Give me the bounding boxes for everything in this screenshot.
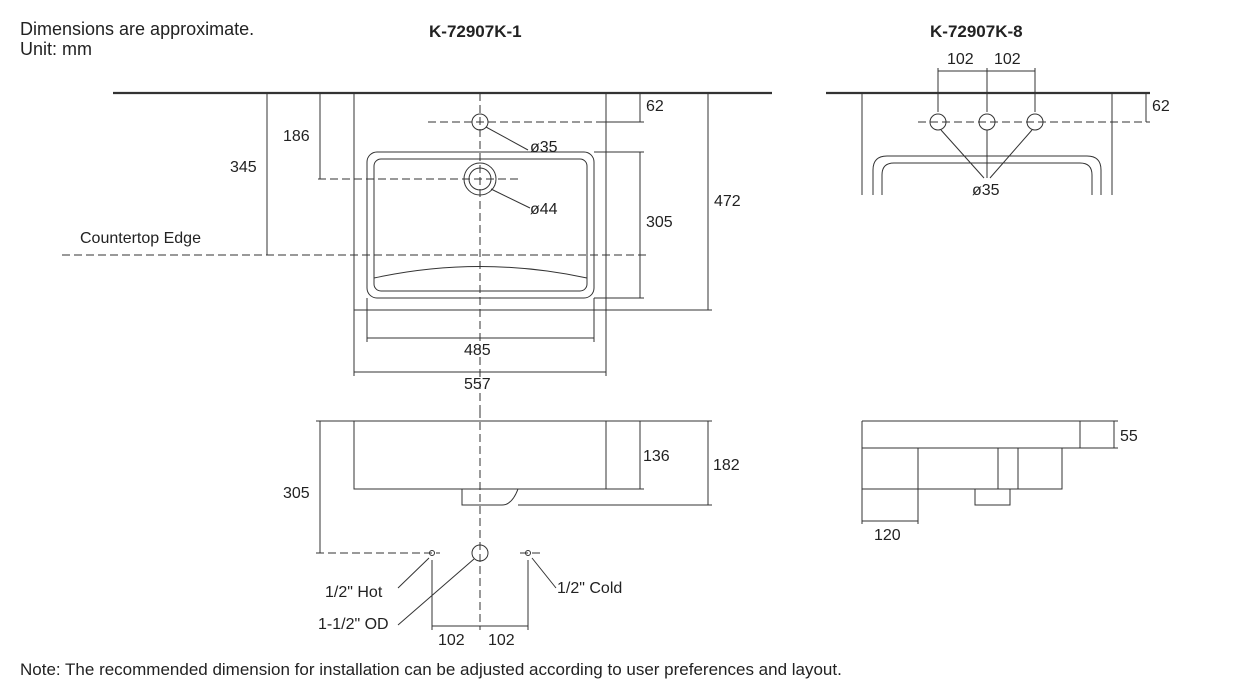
countertop-edge-label: Countertop Edge [80,230,201,247]
dim-472: 472 [714,193,741,210]
dim-102-side-b: 102 [488,632,515,649]
unit-text: Unit: mm [20,39,92,59]
dim-136: 136 [643,448,670,465]
dim-485: 485 [464,342,491,359]
faucet-hole-label: ø35 [530,139,558,156]
dim-120: 120 [874,527,901,544]
hot-supply-label: 1/2" Hot [325,584,383,601]
drain-od-label: 1-1/2" OD [318,616,389,633]
disclaimer-text: Dimensions are approximate. [20,19,255,39]
faucet-holes-label: ø35 [972,182,1000,199]
model-title-right: K-72907K-8 [930,22,1023,41]
footer-note: Note: The recommended dimension for inst… [20,660,842,679]
cold-supply-label: 1/2" Cold [557,580,623,597]
dim-186: 186 [283,128,310,145]
dim-62-left: 62 [646,98,664,115]
model-title-left: K-72907K-1 [429,22,522,41]
dim-102-side-a: 102 [438,632,465,649]
dim-305-side: 305 [283,485,310,502]
dim-557: 557 [464,376,491,393]
dim-102-right-a: 102 [947,51,974,68]
drain-hole-label: ø44 [530,201,558,218]
dim-345: 345 [230,159,257,176]
dim-55: 55 [1120,428,1138,445]
dim-182: 182 [713,457,740,474]
dim-102-right-b: 102 [994,51,1021,68]
dim-305-top: 305 [646,214,673,231]
dim-62-right: 62 [1152,98,1170,115]
